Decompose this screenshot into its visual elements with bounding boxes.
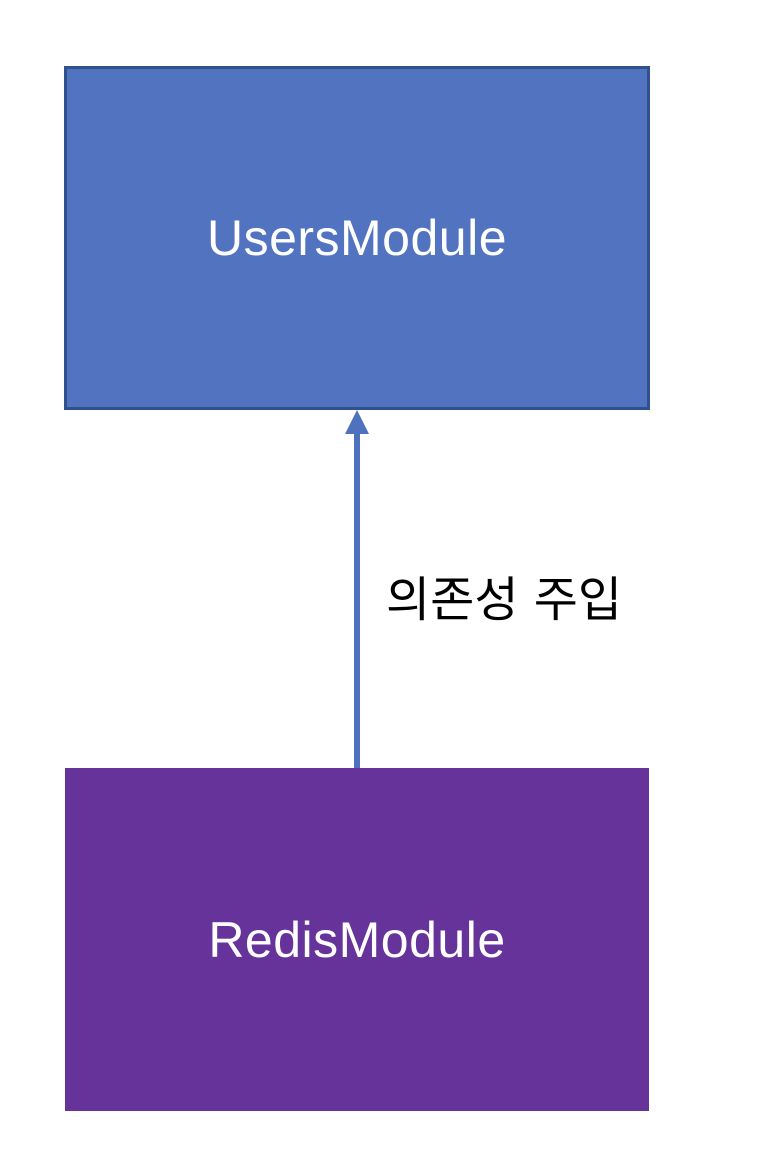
redis-module-label: RedisModule [208,911,506,968]
users-module-node[interactable]: UsersModule [64,66,650,410]
dependency-arrow-head [345,410,369,434]
users-module-label: UsersModule [206,210,508,266]
dependency-injection-label: 의존성 주입 [386,572,623,628]
redis-module-node[interactable]: RedisModule [65,768,649,1111]
